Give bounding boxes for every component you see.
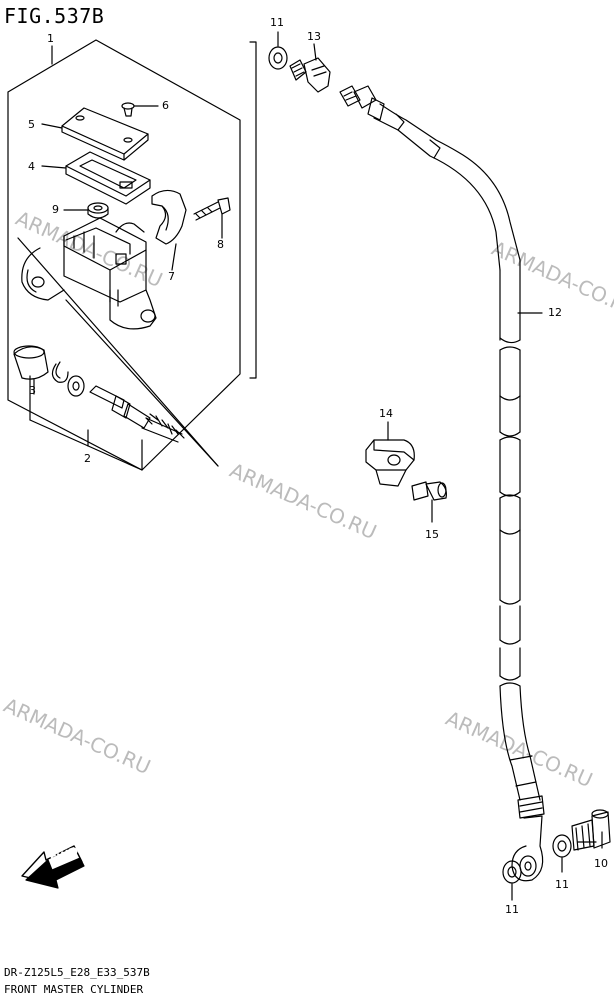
diaphragm-plate — [41, 151, 151, 205]
handlebar-clamp — [151, 189, 187, 271]
callout-9: 9 — [52, 203, 59, 216]
hose-clamp — [365, 421, 415, 487]
clamp-screw — [411, 481, 447, 523]
callout-14: 14 — [379, 407, 393, 420]
figure-caption: FRONT MASTER CYLINDER — [4, 983, 144, 996]
callout-8: 8 — [217, 238, 224, 251]
fwd-arrow-icon — [21, 845, 85, 889]
callout-5: 5 — [28, 118, 35, 131]
callout-2: 2 — [84, 452, 91, 465]
callout-11-top: 11 — [270, 16, 284, 29]
crush-washer-lower-right — [552, 834, 572, 873]
crush-washer-top — [268, 31, 288, 70]
figure-title: FIG.537B — [4, 4, 105, 28]
cap-screw — [121, 102, 159, 117]
callout-11-right: 11 — [555, 878, 569, 891]
assembly-outline — [7, 39, 257, 471]
leader-lines — [517, 312, 597, 843]
callout-15: 15 — [425, 528, 439, 541]
crush-washer-lower-left — [502, 860, 522, 901]
hose-upper-fitting — [339, 85, 385, 121]
lower-banjo — [511, 795, 545, 882]
figure-code: DR-Z125L5_E28_E33_537B — [4, 966, 150, 979]
union-bolt — [571, 809, 611, 851]
circlip — [51, 361, 69, 383]
callout-12: 12 — [548, 306, 562, 319]
banjo-union — [289, 43, 331, 93]
piston-assembly — [87, 385, 185, 447]
reservoir-cap — [41, 107, 149, 161]
brake-hose — [373, 103, 541, 801]
callout-3: 3 — [29, 384, 36, 397]
callout-7: 7 — [168, 270, 175, 283]
callout-10: 10 — [594, 857, 608, 870]
piston-washer — [67, 375, 85, 397]
dust-boot — [13, 345, 49, 395]
callout-4: 4 — [28, 160, 35, 173]
callout-6: 6 — [162, 99, 169, 112]
bushing — [63, 202, 109, 219]
callout-11-bottom: 11 — [505, 903, 519, 916]
master-cylinder-body — [21, 217, 157, 330]
callout-1: 1 — [47, 32, 54, 45]
clamp-bolt — [193, 197, 231, 239]
callout-13: 13 — [307, 30, 321, 43]
